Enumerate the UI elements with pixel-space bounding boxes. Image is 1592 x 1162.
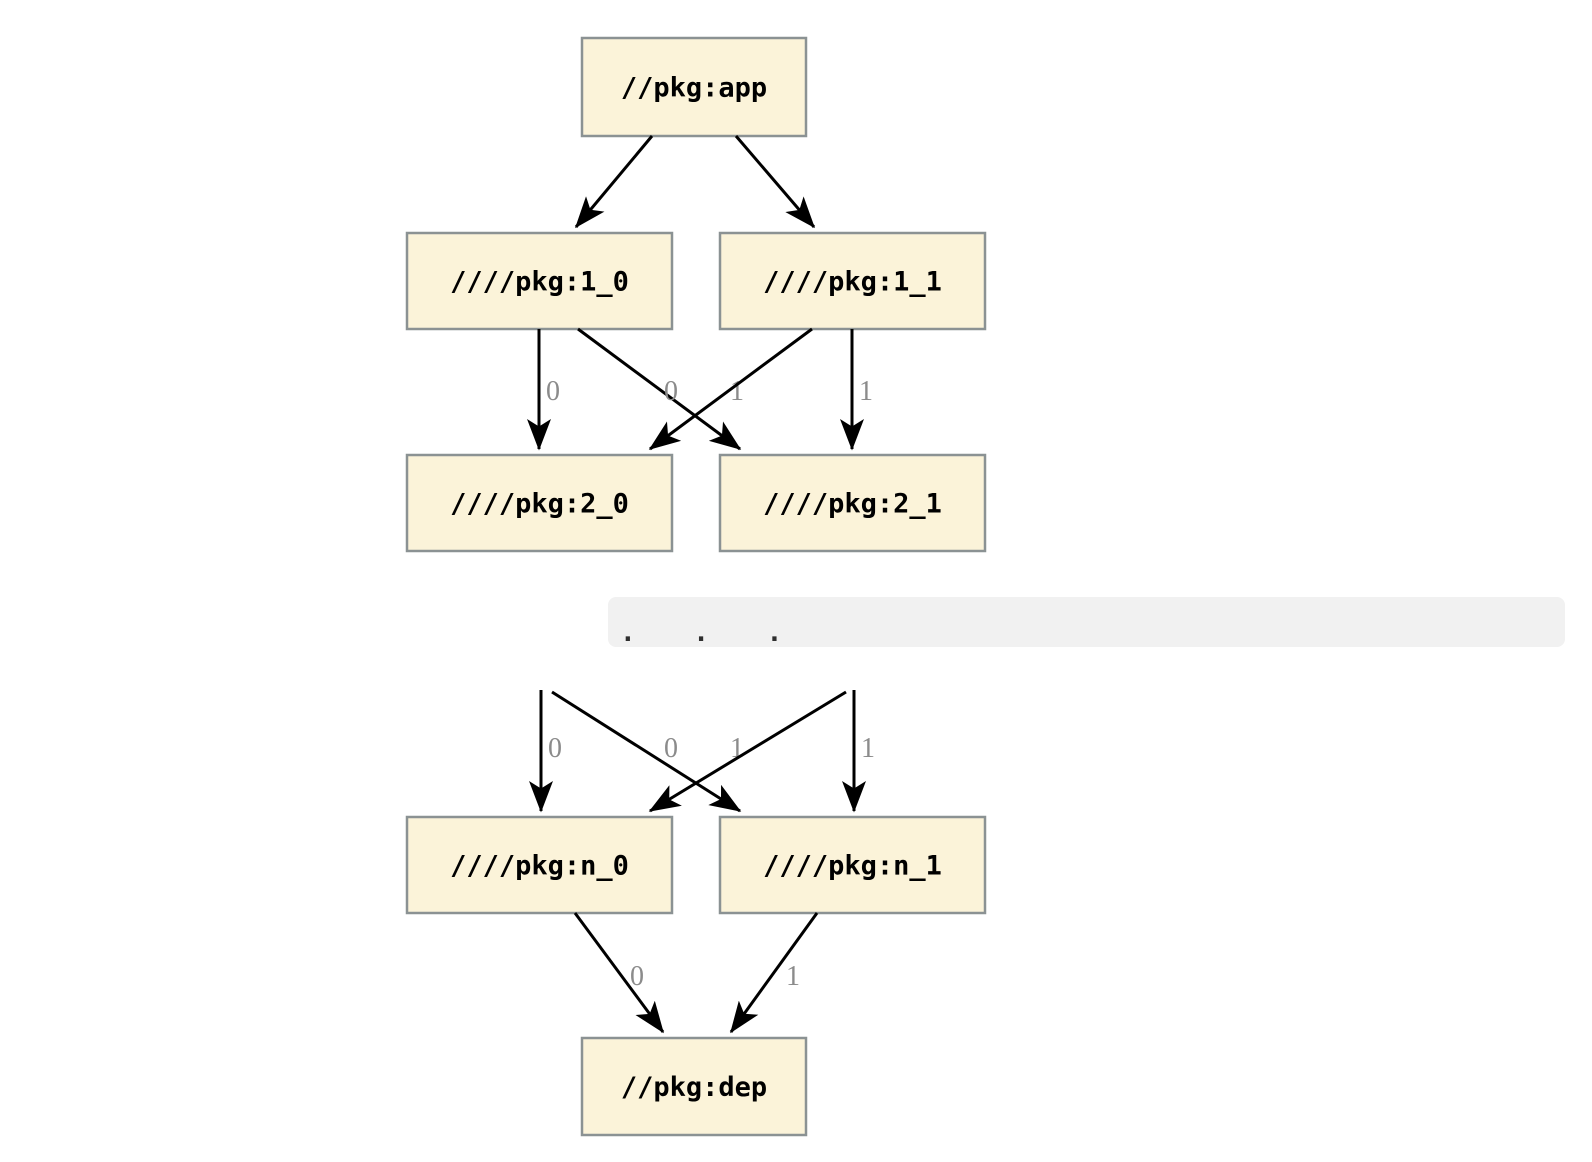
edge-arrow — [574, 135, 654, 229]
edge-arrow — [577, 327, 742, 451]
separator-ellipsis-label: . . . — [620, 618, 803, 648]
edge-arrow — [573, 912, 665, 1034]
graph-edge-ellipsis-to-n-1: 1 — [842, 690, 875, 813]
edge-version-label: 1 — [786, 961, 800, 992]
graph-edge-n-0-to-dep: 0 — [573, 912, 665, 1034]
graph-node-2-1: ////pkg:2_1 — [718, 453, 987, 553]
graph-node-2-0: ////pkg:2_0 — [405, 453, 674, 553]
node-box — [405, 815, 674, 915]
node-label: //pkg:app — [621, 73, 767, 104]
node-label: //pkg:dep — [621, 1072, 767, 1103]
separator-bar — [608, 597, 1565, 647]
node-label: ////pkg:1_1 — [763, 267, 942, 298]
graph-node-app: //pkg:app — [580, 36, 808, 138]
graph-edge-1-1-to-2-0: 0 — [648, 327, 813, 451]
edge-arrow — [551, 690, 742, 813]
node-box — [718, 815, 987, 915]
graph-edge-n-1-to-dep: 1 — [729, 912, 819, 1034]
node-label: ////pkg:n_1 — [763, 851, 942, 882]
graph-edge-ellipsis-to-n-0: 0 — [648, 690, 847, 813]
node-box — [405, 453, 674, 553]
edge-arrow — [734, 135, 816, 229]
graph-node-dep: //pkg:dep — [580, 1036, 808, 1137]
edge-version-label: 0 — [664, 733, 678, 764]
node-box — [580, 1036, 808, 1137]
node-label: ////pkg:n_0 — [450, 851, 629, 882]
edge-version-label: 0 — [546, 376, 560, 407]
node-label: ////pkg:2_0 — [450, 489, 629, 520]
node-label: ////pkg:2_1 — [763, 489, 942, 520]
graph-node-n-1: ////pkg:n_1 — [718, 815, 987, 915]
edge-version-label: 0 — [630, 961, 644, 992]
edge-version-label: 1 — [861, 733, 875, 764]
collapsed-rows-separator: . . . — [608, 597, 1565, 648]
edge-arrow — [648, 690, 847, 813]
edge-version-label: 0 — [548, 733, 562, 764]
graph-edge-app-to-1-1 — [734, 135, 816, 229]
graph-edge-1-0-to-2-0: 0 — [527, 329, 560, 451]
node-box — [580, 36, 808, 138]
edge-arrow — [648, 327, 813, 451]
graph-node-1-1: ////pkg:1_1 — [718, 231, 987, 331]
node-box — [718, 453, 987, 553]
edge-arrow — [729, 912, 819, 1034]
node-box — [405, 231, 674, 331]
node-label: ////pkg:1_0 — [450, 267, 629, 298]
graph-edge-app-to-1-0 — [574, 135, 654, 229]
graph-edge-1-1-to-2-1: 1 — [840, 329, 873, 451]
graph-node-1-0: ////pkg:1_0 — [405, 231, 674, 331]
edge-version-label: 1 — [859, 376, 873, 407]
edge-version-label: 0 — [664, 376, 678, 407]
graph-node-n-0: ////pkg:n_0 — [405, 815, 674, 915]
graph-edge-ellipsis-to-n-0: 0 — [529, 690, 562, 813]
